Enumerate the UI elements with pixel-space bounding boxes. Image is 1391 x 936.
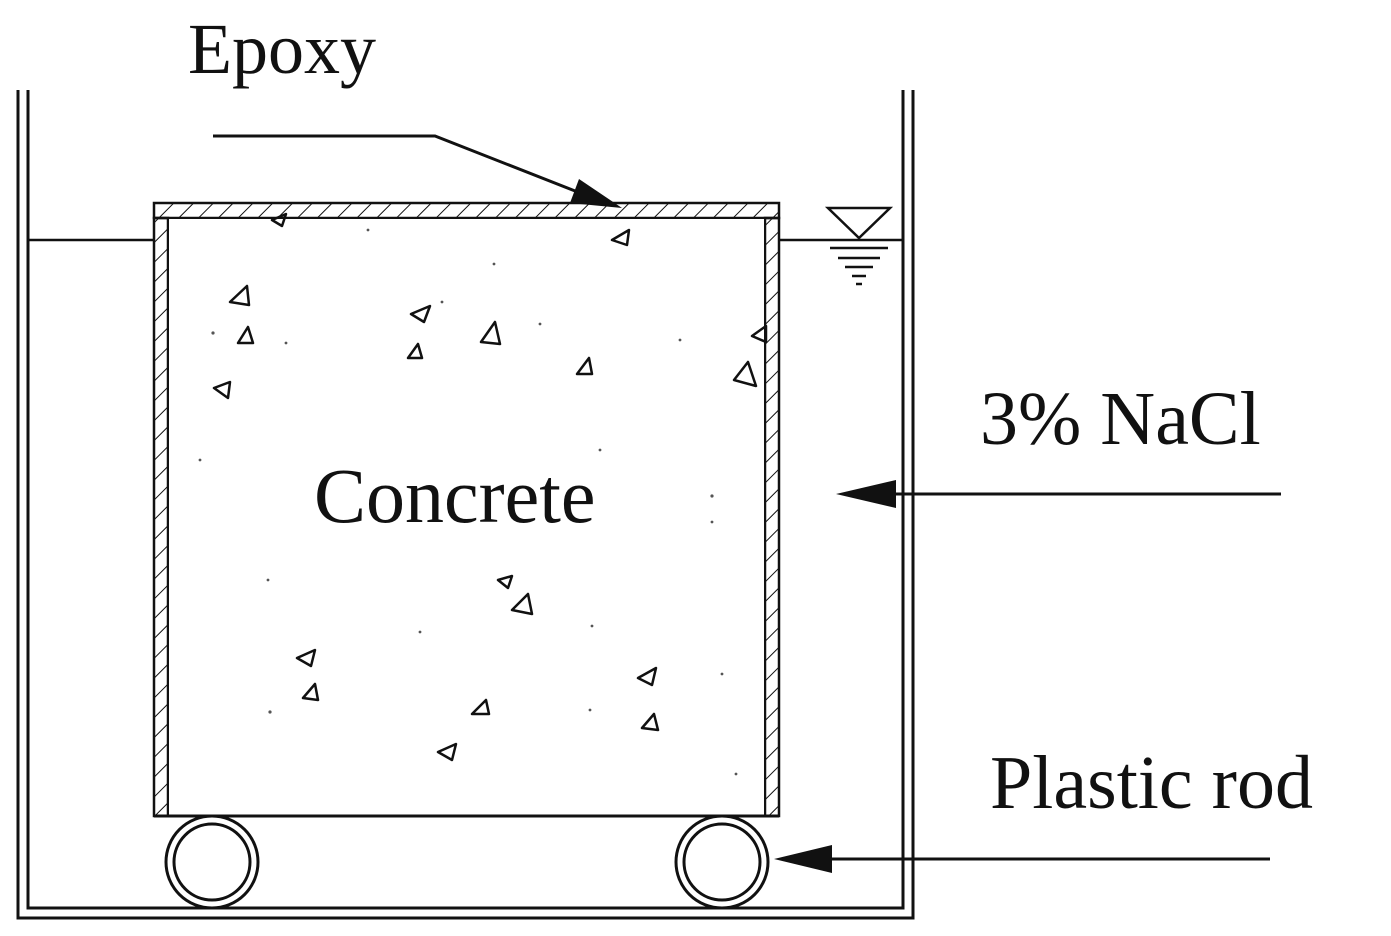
tank <box>16 90 915 920</box>
concrete-label: Concrete <box>314 452 596 539</box>
epoxy-coating <box>152 201 781 818</box>
nacl-leader-arrow <box>836 480 1281 508</box>
plastic-rod-label: Plastic rod <box>990 741 1313 825</box>
aggregate-marks <box>212 212 768 762</box>
rod-leader-arrow <box>774 845 1270 873</box>
plastic-rods <box>164 814 770 910</box>
plastic-rod-right <box>674 814 770 910</box>
epoxy-leader-arrow <box>213 134 622 208</box>
water-level-symbol-icon <box>824 206 894 286</box>
nacl-label: 3% NaCl <box>980 377 1261 461</box>
concrete-speckles <box>198 228 738 776</box>
epoxy-label: Epoxy <box>188 9 376 89</box>
concrete-block <box>167 217 766 817</box>
plastic-rod-left <box>164 814 260 910</box>
